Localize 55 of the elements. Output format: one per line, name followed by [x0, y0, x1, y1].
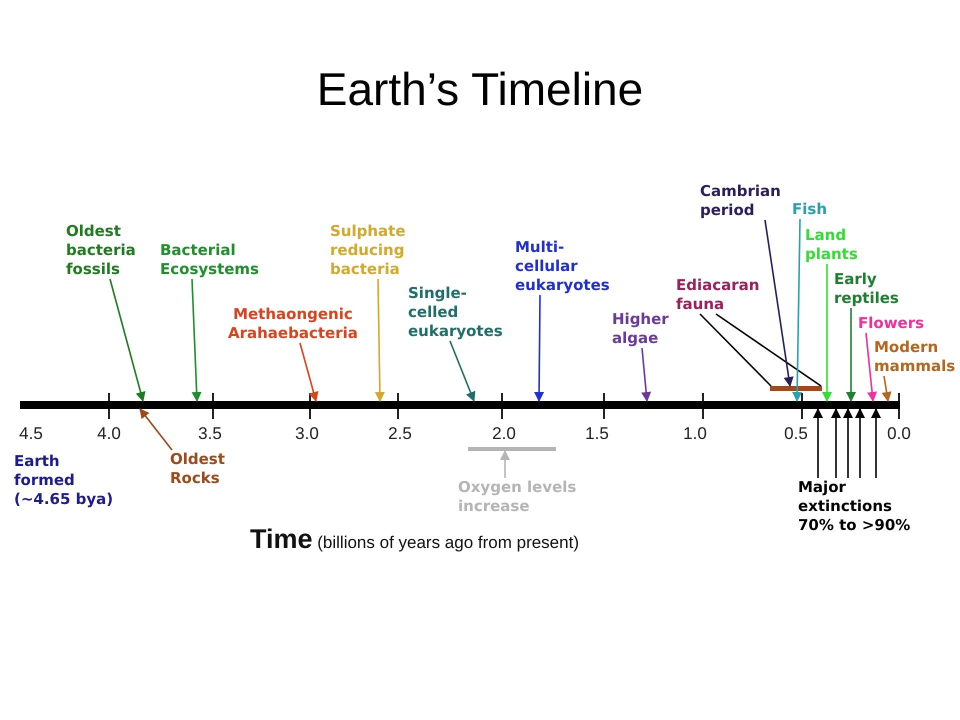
event-label: Oldest Rocks — [170, 450, 225, 488]
event-label: Oxygen levels increase — [458, 478, 583, 516]
event-label: Modern mammals — [874, 338, 956, 376]
leader-arrow — [500, 450, 510, 478]
event-label: Sulphate reducing bacteria — [330, 222, 406, 279]
tick-label: 3.5 — [198, 424, 222, 444]
leader-arrow — [871, 408, 881, 478]
tick-label: 4.5 — [19, 424, 43, 444]
tick-label: 0.5 — [784, 424, 808, 444]
range-bar — [468, 447, 556, 451]
event-label: Land plants — [805, 226, 858, 264]
event-label: Earth formed (~4.65 bya) — [14, 452, 114, 509]
leader-arrow — [534, 295, 544, 402]
event-label: Methaongenic Arahaebacteria — [228, 305, 358, 343]
leader-arrow — [449, 340, 476, 402]
leader-arrow — [109, 278, 146, 402]
timeline-axis — [20, 401, 900, 409]
tick-label: 1.0 — [683, 424, 707, 444]
event-label: Single- celled eukaryotes — [408, 284, 503, 341]
event-label: Major extinctions 70% to >90% — [798, 478, 918, 535]
leader-arrow — [843, 408, 853, 478]
event-label: Early reptiles — [834, 270, 899, 308]
leader-line — [699, 313, 772, 387]
event-label: Oldest bacteria fossils — [66, 222, 136, 279]
leader-arrow — [764, 220, 794, 387]
tick-label: 2.5 — [388, 424, 412, 444]
event-label: Ediacaran fauna — [676, 276, 760, 314]
leader-arrow — [865, 332, 878, 402]
leader-arrow — [846, 308, 856, 402]
event-label: Fish — [792, 200, 827, 219]
range-bar — [770, 386, 822, 391]
tick-label: 1.5 — [585, 424, 609, 444]
tick-label: 4.0 — [97, 424, 121, 444]
event-label: Cambrian period — [700, 182, 781, 220]
leader-arrow — [831, 408, 841, 478]
tick-label: 0.0 — [887, 424, 911, 444]
event-label: Multi- cellular eukaryotes — [515, 238, 610, 295]
event-label: Bacterial Ecosystems — [160, 241, 259, 279]
event-label: Higher algae — [612, 310, 669, 348]
leader-arrow — [374, 278, 385, 402]
leader-arrow — [792, 218, 802, 402]
title: Earth’s Timeline — [316, 62, 644, 116]
leader-arrow — [139, 408, 173, 450]
leader-line — [716, 313, 822, 387]
event-label: Flowers — [858, 314, 924, 333]
leader-arrow — [822, 264, 832, 402]
leader-arrow — [813, 408, 823, 478]
leader-arrow — [855, 408, 865, 478]
leader-arrow — [641, 348, 652, 402]
tick-label: 2.0 — [492, 424, 516, 444]
leader-arrow — [191, 278, 202, 402]
axis-title: Time (billions of years ago from present) — [250, 524, 579, 556]
leader-arrow — [299, 342, 318, 402]
tick-label: 3.0 — [295, 424, 319, 444]
leader-arrow — [882, 376, 892, 402]
